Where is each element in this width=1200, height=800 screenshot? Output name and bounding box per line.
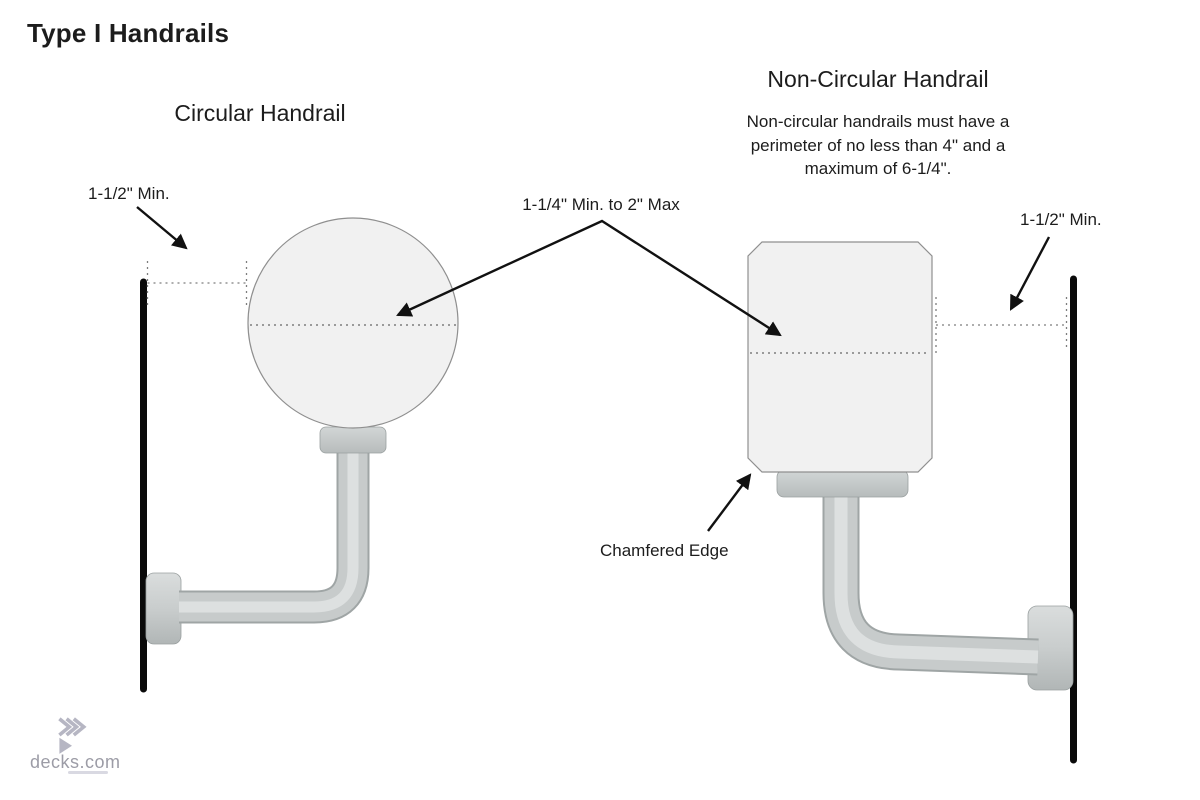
diameter-range-label: 1-1/4" Min. to 2" Max — [522, 195, 680, 214]
non-circular-handrail-description: Non-circular handrails must have a perim… — [713, 110, 1043, 181]
non-circular-handrail-heading: Non-Circular Handrail — [767, 66, 989, 92]
chamfered-edge-label: Chamfered Edge — [600, 541, 729, 560]
right-bracket-collar — [776, 469, 909, 498]
left-clearance-dotted-lines — [146, 261, 248, 309]
diameter-double-arrow — [396, 219, 782, 337]
right-bracket-pipe — [822, 480, 1039, 676]
left-bracket-collar — [319, 426, 387, 454]
page-title: Type I Handrails — [27, 18, 230, 48]
description-line-1: Non-circular handrails must have a — [746, 112, 1010, 131]
logo-tagline — [68, 771, 108, 774]
chamfered-edge-arrow — [707, 473, 752, 532]
leader-arrows — [136, 206, 1051, 532]
logo-text: decks.com — [30, 752, 121, 772]
description-line-2: perimeter of no less than 4" and a — [750, 135, 1006, 155]
left-bracket-pipe — [179, 438, 370, 624]
right-wall-clearance-arrow — [1009, 236, 1051, 311]
right-clearance-dotted-lines — [935, 297, 1068, 353]
right-wall-clearance-label: 1-1/2" Min. — [1020, 210, 1102, 229]
description-line-3: maximum of 6-1/4". — [804, 159, 952, 178]
circular-handrail-figure — [140, 217, 459, 693]
circular-handrail-heading: Circular Handrail — [174, 100, 346, 126]
decks-chevron-icon — [54, 716, 90, 754]
circular-rail-cross-section — [247, 217, 459, 429]
non-circular-rail-cross-section — [747, 241, 933, 473]
left-wall-clearance-label: 1-1/2" Min. — [88, 184, 170, 203]
non-circular-handrail-figure — [747, 241, 1077, 764]
left-wall-mount — [145, 572, 182, 645]
left-wall-clearance-arrow — [136, 206, 188, 250]
